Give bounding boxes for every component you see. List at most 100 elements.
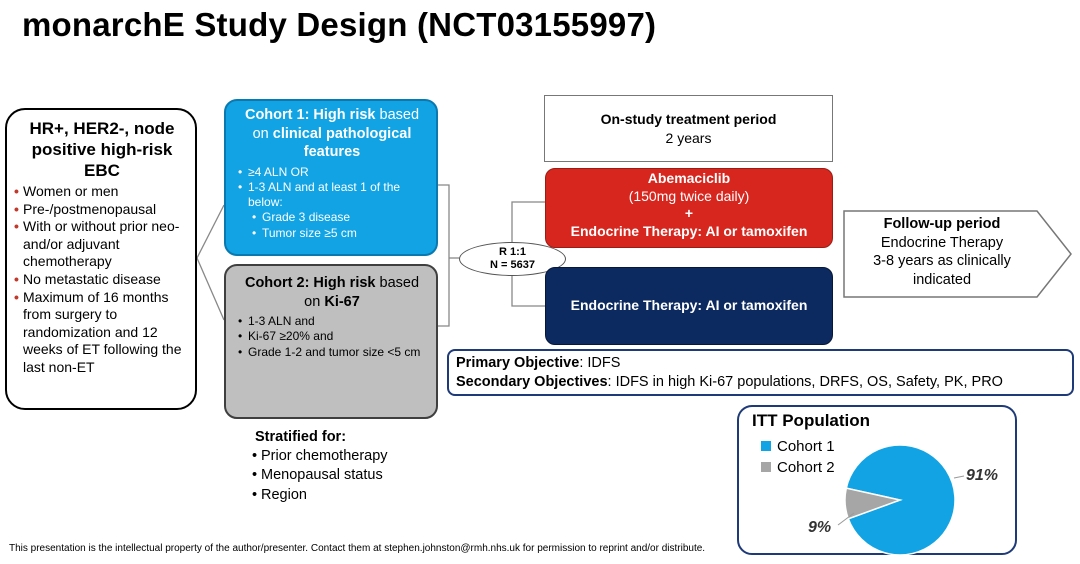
pie-slice-cohort2 [844, 487, 903, 520]
bullet-icon: • [14, 183, 19, 199]
connector-pop-to-cohorts [196, 204, 225, 259]
stratification-section: Stratified for: •Prior chemotherapy •Men… [247, 428, 447, 505]
cohort2-item-text: Grade 1-2 and tumor size <5 cm [248, 344, 421, 359]
bullet-icon: • [252, 225, 257, 240]
followup-box: Follow-up period Endocrine Therapy 3-8 y… [850, 215, 1034, 289]
cohort1-title-normal: based on [252, 107, 420, 142]
bullet-icon: • [252, 467, 258, 484]
bullet-icon: • [14, 200, 19, 217]
connector-cohort1-bracket [438, 184, 450, 327]
primary-objective: Primary Objective: IDFS [456, 354, 1072, 373]
cohort2-item: • Ki-67 ≥20% and [235, 329, 429, 344]
stratification-list: •Prior chemotherapy •Menopausal status •… [247, 447, 447, 505]
cohort1-item: • 1-3 ALN and at least 1 of the below: [235, 180, 429, 211]
bullet-icon: • [252, 210, 257, 225]
endocrine-arm-box: Endocrine Therapy: AI or tamoxifen [545, 267, 833, 345]
arm1-dose: (150mg twice daily) [628, 187, 750, 204]
cohort2-title-bold: Cohort 2: High risk [244, 275, 376, 291]
stratification-item: •Prior chemotherapy [247, 447, 447, 466]
cohort1-item: •≥4 ALN OR [235, 165, 429, 180]
cohort1-title-bold-2: clinical pathological features [272, 125, 412, 161]
bullet-icon: • [238, 164, 243, 179]
itt-pie-chart: 91% 9% [808, 444, 998, 556]
bullet-icon: • [14, 270, 19, 287]
legend-cohort1: Cohort 1 [761, 438, 835, 456]
treatment-period-box: On-study treatment period 2 years [544, 95, 833, 162]
criteria-text: Pre-/postmenopausal [23, 200, 157, 217]
bullet-icon: • [238, 314, 243, 328]
bullet-icon: • [238, 329, 243, 344]
stratification-item: •Menopausal status [247, 466, 447, 485]
criteria-item: •No metastatic disease [14, 270, 189, 289]
cohort2-box: Cohort 2: High risk based on Ki-67 •1-3 … [224, 264, 438, 419]
legend-label: Cohort 1 [777, 438, 835, 455]
population-box: HR+, HER2-, node positive high-risk EBC … [5, 108, 197, 410]
criteria-text: No metastatic disease [23, 270, 161, 287]
arm1-therapy: Endocrine Therapy: AI or tamoxifen [570, 222, 808, 239]
footer-disclaimer: This presentation is the intellectual pr… [9, 543, 706, 554]
legend-label: Cohort 2 [777, 459, 835, 476]
cohort1-criteria: •≥4 ALN OR •1-3 ALN and at least 1 of th… [235, 165, 429, 241]
criteria-item: •Women or men [14, 183, 189, 201]
bullet-icon: • [252, 486, 258, 503]
criteria-text: With or without prior neo- and/or adjuva… [23, 218, 180, 270]
treatment-period-duration: 2 years [665, 129, 712, 146]
arm1-drug: Abemaciclib [647, 170, 731, 186]
cohort2-criteria: •1-3 ALN and • Ki-67 ≥20% and • Grade 1-2 … [235, 314, 429, 360]
legend-cohort2: Cohort 2 [761, 459, 835, 477]
randomization-oval: R 1:1 N = 5637 [459, 242, 566, 276]
cohort2-item: • Grade 1-2 and tumor size <5 cm [235, 345, 429, 360]
bullet-icon: • [252, 448, 258, 464]
followup-line1: Endocrine Therapy [880, 234, 1004, 251]
itt-title: ITT Population [752, 411, 871, 430]
randomization-n: N = 5637 [490, 259, 535, 271]
legend-swatch-cohort2 [761, 462, 771, 472]
pie-label-cohort2: 9% [808, 519, 831, 536]
bullet-icon: • [238, 344, 243, 359]
legend-swatch-cohort1 [761, 441, 771, 451]
stratification-item: •Region [247, 486, 447, 505]
cohort2-title-bold-2: Ki-67 [324, 293, 360, 310]
cohort1-subitem: •Tumor size ≥5 cm [235, 226, 429, 241]
stratification-title: Stratified for: [255, 429, 347, 445]
bullet-icon: • [14, 218, 19, 235]
treatment-period-title: On-study treatment period [600, 111, 777, 127]
followup-arrow-shape [843, 210, 1072, 298]
objectives-box: Primary Objective: IDFS Secondary Object… [447, 349, 1074, 396]
criteria-item: •Maximum of 16 months from surgery to ra… [14, 288, 189, 377]
stratification-item-text: Region [261, 486, 307, 503]
primary-objective-value: : IDFS [579, 355, 621, 371]
bullet-icon: • [14, 288, 19, 305]
criteria-text: Maximum of 16 months from surgery to ran… [23, 288, 182, 375]
cohort2-item: •1-3 ALN and [235, 314, 429, 329]
label-leader-cohort2 [837, 512, 855, 526]
stratification-item-text: Menopausal status [261, 467, 383, 484]
bullet-icon: • [238, 179, 243, 194]
cohort1-title-bold: Cohort 1: High risk [244, 107, 376, 123]
cohort1-item-text: 1-3 ALN and at least 1 of the below: [248, 179, 401, 210]
cohort1-title: Cohort 1: High risk based on clinical pa… [235, 106, 429, 162]
cohort1-subitem: •Grade 3 disease [235, 210, 429, 225]
criteria-item: •Pre-/postmenopausal [14, 200, 189, 219]
secondary-objectives-value: : IDFS in high Ki-67 populations, DRFS, … [607, 374, 1003, 390]
stratification-item-text: Prior chemotherapy [261, 448, 388, 464]
cohort2-title: Cohort 2: High risk based on Ki-67 [235, 274, 429, 311]
population-criteria: •Women or men •Pre-/postmenopausal •With… [14, 183, 189, 377]
randomization-ratio: R 1:1 [499, 246, 526, 258]
secondary-objectives-label: Secondary Objectives [456, 374, 608, 390]
slide-title: monarchE Study Design (NCT03155997) [22, 6, 657, 43]
criteria-text: Women or men [23, 183, 119, 199]
label-leader-cohort1 [953, 475, 965, 479]
cohort1-box: Cohort 1: High risk based on clinical pa… [224, 99, 438, 256]
secondary-objectives: Secondary Objectives: IDFS in high Ki-67… [456, 373, 1072, 392]
cohort2-item-text: Ki-67 ≥20% and [248, 329, 334, 344]
pie-label-cohort1: 91% [966, 467, 998, 484]
followup-title: Follow-up period [883, 216, 1001, 232]
cohort2-title-normal: based on [304, 275, 420, 310]
criteria-item: •With or without prior neo- and/or adjuv… [14, 218, 189, 271]
population-title: HR+, HER2-, node positive high-risk EBC [29, 119, 175, 180]
followup-line2: 3-8 years as clinically indicated [873, 253, 1011, 288]
connector-pop-to-cohort2 [196, 257, 225, 321]
arm1-plus: + [684, 205, 694, 221]
